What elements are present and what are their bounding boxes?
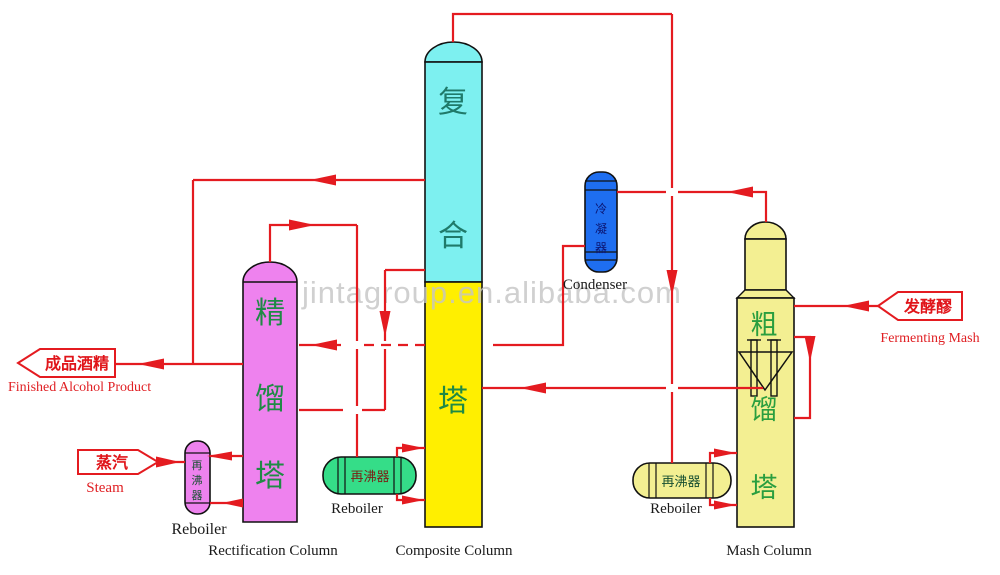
reboiler-rectification [184, 440, 211, 515]
condenser-char-3: 器 [595, 241, 607, 255]
stream-banners: 成品酒精 Finished Alcohol Product 蒸汽 Steam 发… [8, 291, 980, 496]
mash-column-label: Mash Column [726, 543, 812, 559]
watermark-text: jintagroup.en.alibaba.com [301, 275, 682, 310]
finished-alcohol-label: Finished Alcohol Product [8, 380, 151, 395]
fermenting-mash-banner-text: 发酵醪 [903, 297, 953, 316]
pipe-composite-overhead [451, 12, 674, 463]
arrow-left [138, 358, 164, 370]
reboiler-mash [632, 462, 732, 499]
mash-char-3: 塔 [751, 473, 778, 503]
finished-alcohol-banner-text: 成品酒精 [45, 354, 109, 373]
vessel-texts: 精 馏 塔 复 合 塔 粗 馏 塔 冷 凝 器 再 沸 器 再沸器 再沸器 [192, 86, 778, 503]
reboiler-composite [322, 456, 417, 495]
composite-char-3: 塔 [438, 385, 468, 418]
reboiler-mash-label: Reboiler [650, 501, 702, 517]
composite-char-2: 合 [438, 220, 468, 253]
steam-label: Steam [86, 480, 124, 496]
condenser [584, 171, 618, 273]
arrow-right [289, 219, 315, 231]
steam-banner-text: 蒸汽 [96, 453, 128, 472]
arrow-left [311, 339, 337, 351]
composite-char-1: 复 [438, 86, 468, 119]
arrow-right [714, 500, 736, 510]
reboiler-composite-text: 再沸器 [350, 469, 389, 484]
pipe-mash-side-loop [794, 335, 812, 420]
arrow-left [207, 451, 232, 461]
pipe-seg [268, 223, 357, 262]
reboiler-rect-body [184, 440, 211, 515]
arrow-left [520, 382, 546, 394]
mash-neck [744, 238, 787, 291]
rectification-char-3: 塔 [255, 460, 285, 493]
equipment-labels: Condenser Reboiler Reboiler Reboiler Rec… [171, 277, 812, 559]
reboiler-rect-char-1: 再 [192, 460, 203, 472]
finished-alcohol-banner [16, 348, 116, 378]
mash-column [735, 221, 796, 528]
arrow-down [666, 270, 678, 296]
pipe-seg [493, 244, 585, 347]
reboiler-rect-label: Reboiler [171, 521, 227, 538]
pipe-reboiler-rect [210, 454, 243, 505]
condenser-char-1: 冷 [595, 202, 607, 216]
arrow-right [156, 456, 180, 468]
composite-top-section [424, 61, 483, 283]
composite-bottom-section [424, 281, 483, 528]
reboiler-composite-label: Reboiler [331, 501, 383, 517]
pipe-seg [678, 190, 768, 222]
arrow-right [714, 448, 736, 458]
rectification-char-2: 馏 [255, 383, 285, 416]
mash-internal-funnel [737, 351, 794, 392]
fermenting-mash-label: Fermenting Mash [880, 331, 979, 346]
mash-internal-tubes [747, 339, 781, 397]
arrow-left [222, 498, 243, 508]
pipe-rectification-overhead [268, 223, 359, 457]
condenser-body [584, 171, 618, 273]
arrow-down [804, 336, 816, 362]
steam-banner [77, 449, 160, 475]
mash-body [736, 297, 795, 528]
reboiler-composite-body [322, 456, 417, 495]
rectification-column-label: Rectification Column [208, 543, 338, 559]
arrow-left [727, 186, 753, 198]
arrow-left [310, 174, 336, 186]
composite-dome [424, 41, 483, 63]
arrow-right [402, 443, 424, 453]
arrow-down [379, 311, 391, 337]
arrow-left [843, 300, 869, 312]
reboiler-rect-char-2: 沸 [192, 474, 203, 487]
arrow-right [402, 495, 424, 505]
rectification-column [242, 261, 298, 523]
condenser-label: Condenser [563, 277, 627, 293]
composite-column-label: Composite Column [395, 543, 513, 559]
mash-char-1: 粗 [751, 310, 778, 340]
rectification-char-1: 精 [255, 297, 285, 330]
condenser-char-2: 凝 [595, 221, 607, 236]
reboiler-rect-char-3: 器 [192, 489, 203, 502]
flow-arrows [138, 174, 869, 510]
mash-shoulder [735, 289, 796, 299]
composite-column [424, 41, 483, 528]
reboiler-mash-text: 再沸器 [661, 474, 700, 489]
mash-dome [744, 221, 787, 240]
fermenting-mash-banner [876, 291, 963, 321]
pipe-mash-overhead [617, 190, 768, 222]
mash-char-2: 馏 [751, 395, 778, 425]
pipe-seg [451, 12, 672, 42]
pipe-product [115, 178, 425, 366]
